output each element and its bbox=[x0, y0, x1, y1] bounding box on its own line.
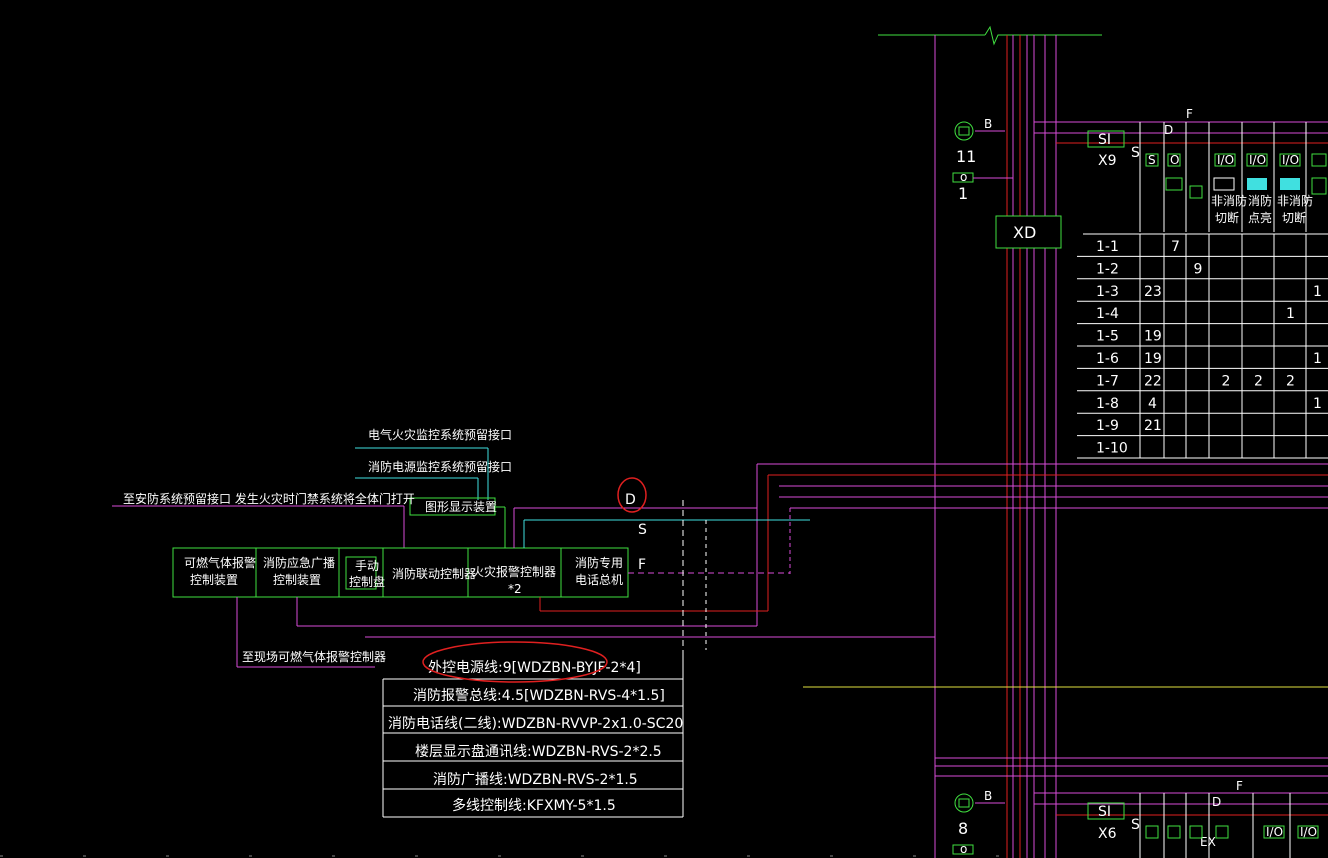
security-label: 至安防系统预留接口 发生火灾时门禁系统将全体门打开 bbox=[123, 491, 415, 506]
col-fei3: 非消防 bbox=[1277, 193, 1313, 208]
d-bottom: D bbox=[1212, 795, 1221, 809]
d-highlight-circle bbox=[617, 477, 647, 513]
table-cell: 22 bbox=[1144, 373, 1162, 389]
stair-bottom-num: 8 bbox=[958, 819, 968, 838]
box-top-num: 1 bbox=[958, 184, 968, 203]
module-row-top: SI X9 S D F S O I/O I/O I/O 非消防 切断 消防 点亮… bbox=[1034, 107, 1328, 232]
table-row-id: 1-7 bbox=[1096, 373, 1119, 389]
table-cell: 2 bbox=[1222, 373, 1231, 389]
graphic-label: 图形显示装置 bbox=[425, 500, 497, 514]
bus-lines bbox=[756, 463, 1328, 777]
s-bottom: S bbox=[1131, 817, 1140, 833]
gas-ctrl-unit-1: 可燃气体报警 bbox=[184, 555, 256, 570]
table-row-id: 1-4 bbox=[1096, 306, 1119, 322]
sym-o-top: O bbox=[1170, 153, 1179, 167]
f-marker: F bbox=[638, 557, 646, 573]
col-xiao2: 点亮 bbox=[1248, 210, 1272, 225]
controller-row: 可燃气体报警 控制装置 消防应急广播 控制装置 手动 控制盘 消防联动控制器 火… bbox=[172, 547, 629, 598]
table-cell: 1 bbox=[1313, 284, 1322, 300]
table-cell: 1 bbox=[1313, 396, 1322, 412]
table-cell: 2 bbox=[1254, 373, 1263, 389]
legend-line-3: 消防电话线(二线):WDZBN-RVVP-2x1.0-SC20 bbox=[388, 716, 683, 732]
floor-device-group-bottom: B 8 o SI X6 S D F EX I/O I/O bbox=[952, 779, 1328, 858]
line-markers: D S F bbox=[617, 477, 647, 573]
linkage-unit: 消防联动控制器 bbox=[392, 566, 476, 581]
stair-top-label: B bbox=[984, 117, 992, 131]
cable-legend: 外控电源线:9[WDZBN-BYJF-2*4] 消防报警总线:4.5[WDZBN… bbox=[382, 641, 684, 818]
telephone-unit-1: 消防专用 bbox=[575, 555, 623, 570]
table-row-id: 1-8 bbox=[1096, 396, 1119, 412]
manual-unit-2: 控制盘 bbox=[349, 574, 385, 589]
table-cell: 19 bbox=[1144, 329, 1162, 345]
table-cell: 9 bbox=[1194, 261, 1203, 277]
io-2: I/O bbox=[1249, 153, 1266, 167]
broadcast-unit-2: 控制装置 bbox=[273, 573, 321, 587]
alarm-unit-2: *2 bbox=[508, 582, 522, 596]
table-row-id: 1-2 bbox=[1096, 261, 1119, 277]
table-row-id: 1-1 bbox=[1096, 239, 1119, 255]
legend-line-2: 消防报警总线:4.5[WDZBN-RVS-4*1.5] bbox=[413, 688, 665, 704]
d-marker: D bbox=[625, 492, 636, 508]
gas-ctrl-unit-2: 控制装置 bbox=[190, 573, 238, 587]
table-cell: 19 bbox=[1144, 351, 1162, 367]
f-top: F bbox=[1186, 107, 1193, 121]
telephone-unit-2: 电话总机 bbox=[575, 573, 623, 587]
legend-line-6: 多线控制线:KFXMY-5*1.5 bbox=[452, 797, 616, 814]
x6-label: X6 bbox=[1098, 826, 1117, 842]
stair-top-num: 11 bbox=[956, 147, 976, 166]
legend-line-4: 楼层显示盘通讯线:WDZBN-RVS-2*2.5 bbox=[415, 743, 662, 760]
power-mon-label: 消防电源监控系统预留接口 bbox=[368, 459, 512, 474]
table-cell: 1 bbox=[1286, 306, 1295, 322]
si-top: SI bbox=[1098, 132, 1111, 148]
f-bottom: F bbox=[1236, 779, 1243, 793]
col-fei4: 切断 bbox=[1282, 210, 1306, 225]
interface-labels: 电气火灾监控系统预留接口 消防电源监控系统预留接口 图形显示装置 至安防系统预留… bbox=[112, 427, 512, 548]
d-top: D bbox=[1164, 123, 1173, 137]
table-row-id: 1-5 bbox=[1096, 329, 1119, 345]
table-row-id: 1-9 bbox=[1096, 418, 1119, 434]
alarm-unit-1: 火灾报警控制器 bbox=[472, 564, 556, 579]
table-row-id: 1-3 bbox=[1096, 284, 1119, 300]
legend-line-1: 外控电源线:9[WDZBN-BYJF-2*4] bbox=[428, 660, 641, 676]
table-row-id: 1-6 bbox=[1096, 351, 1119, 367]
gas-controller-label: 至现场可燃气体报警控制器 bbox=[242, 649, 386, 664]
broadcast-unit-1: 消防应急广播 bbox=[263, 555, 335, 570]
stair-bottom-label: B bbox=[984, 789, 992, 803]
table-cell: 21 bbox=[1144, 418, 1162, 434]
manual-unit-1: 手动 bbox=[355, 559, 379, 573]
controller-wiring bbox=[236, 500, 935, 668]
s-top: S bbox=[1131, 145, 1140, 161]
col-fei2: 切断 bbox=[1215, 210, 1239, 225]
table-cell: 4 bbox=[1148, 396, 1157, 412]
si-bottom: SI bbox=[1098, 804, 1111, 820]
x9-label: X9 bbox=[1098, 153, 1117, 169]
elec-fire-label: 电气火灾监控系统预留接口 bbox=[368, 427, 512, 442]
riser-lines bbox=[878, 25, 1102, 858]
sym-s-top: S bbox=[1148, 153, 1156, 167]
s-marker: S bbox=[638, 522, 647, 538]
table-cell: 7 bbox=[1171, 239, 1180, 255]
box-bottom-label: o bbox=[960, 842, 967, 856]
floor-device-group-top: B 11 o 1 XD bbox=[952, 117, 1062, 249]
box-top-label: o bbox=[960, 170, 967, 184]
legend-line-5: 消防广播线:WDZBN-RVS-2*1.5 bbox=[433, 772, 638, 788]
col-xiao1: 消防 bbox=[1248, 193, 1272, 208]
io-bottom-2: I/O bbox=[1300, 825, 1317, 839]
io-1: I/O bbox=[1217, 153, 1234, 167]
table-row-id: 1-10 bbox=[1096, 441, 1128, 457]
io-bottom-1: I/O bbox=[1266, 825, 1283, 839]
table-cell: 23 bbox=[1144, 284, 1162, 300]
table-cell: 2 bbox=[1286, 373, 1295, 389]
col-fei1: 非消防 bbox=[1211, 193, 1247, 208]
io-3: I/O bbox=[1282, 153, 1299, 167]
legend-highlight-circle bbox=[422, 641, 608, 683]
table-cell: 1 bbox=[1313, 351, 1322, 367]
ex-bottom: EX bbox=[1200, 835, 1216, 849]
xd-label: XD bbox=[1013, 223, 1036, 242]
